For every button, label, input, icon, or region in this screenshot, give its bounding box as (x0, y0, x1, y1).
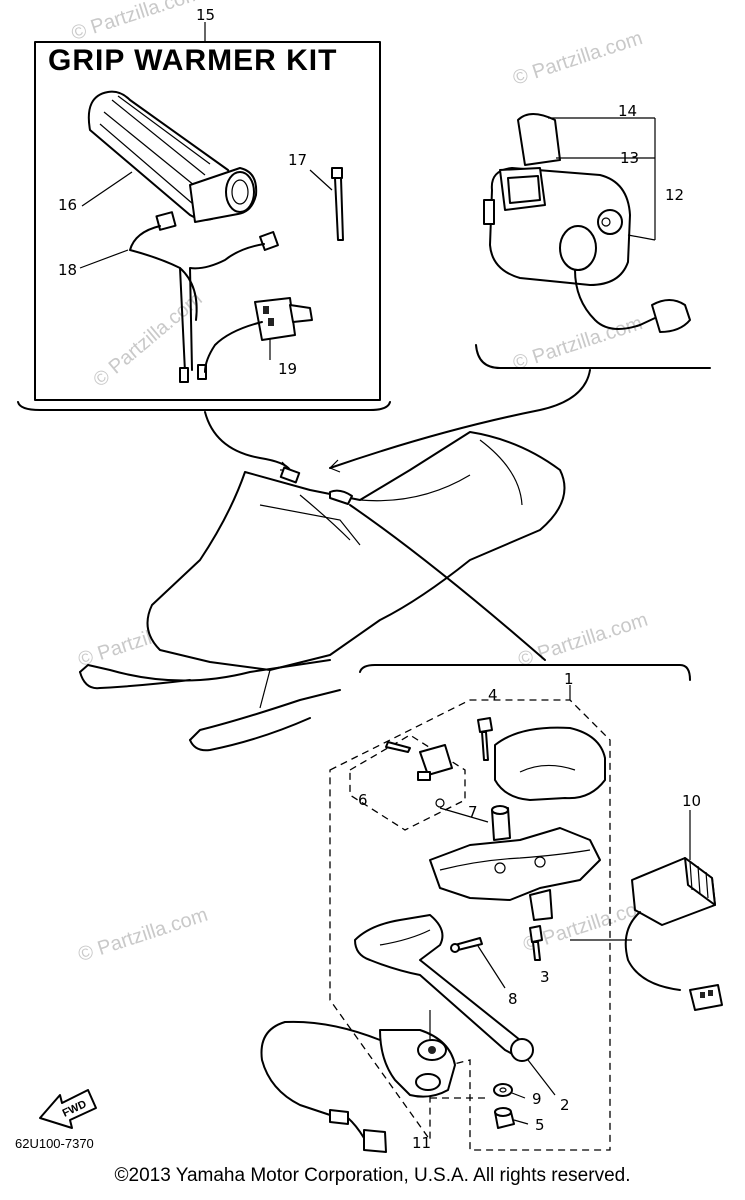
kit-leader (204, 411, 291, 471)
callout-13: 13 (620, 149, 639, 167)
throttle-lever (354, 914, 534, 1062)
part-11-sensor (260, 1020, 456, 1153)
callout-10: 10 (682, 792, 701, 810)
part-10-sensor (624, 857, 723, 1011)
part-6-block (385, 741, 453, 808)
kit-title: GRIP WARMER KIT (48, 44, 337, 77)
callout-15: 15 (196, 6, 215, 24)
copyright-notice: ©2013 Yamaha Motor Corporation, U.S.A. A… (114, 1165, 631, 1186)
callout-12: 12 (665, 186, 684, 204)
part-17-cable-tie (331, 167, 344, 241)
watermark-6: © Partzilla.com (516, 609, 651, 672)
part-16-grip (87, 90, 258, 223)
callout-3: 3 (540, 968, 550, 986)
callout-19: 19 (278, 360, 297, 378)
part-4-screw (477, 717, 493, 761)
callout-18: 18 (58, 261, 77, 279)
callout-1: 1 (564, 670, 574, 688)
throttle-assembly: 1 6 4 7 (260, 664, 723, 1153)
part-3-screw (529, 925, 543, 961)
part-5-nut (494, 1107, 515, 1129)
switch-housing-group: 14 13 12 (475, 102, 711, 369)
housing-leader (329, 369, 591, 469)
callout-8: 8 (508, 990, 518, 1008)
part-7-collar (491, 805, 511, 841)
part-19-switch (204, 297, 313, 373)
part-9-washer (493, 1083, 513, 1097)
callout-14: 14 (618, 102, 637, 120)
throttle-bracket (429, 827, 601, 921)
watermark-7: © Partzilla.com (76, 904, 211, 967)
callout-11: 11 (412, 1134, 431, 1152)
part-18-harness (129, 211, 279, 383)
fwd-arrow: FWD (39, 1089, 97, 1129)
callout-9: 9 (532, 1090, 542, 1108)
watermark-4: © Partzilla.com (510, 312, 645, 375)
watermark-2: © Partzilla.com (510, 27, 645, 90)
callout-16: 16 (58, 196, 77, 214)
callout-5: 5 (535, 1116, 545, 1134)
part-8-screw (450, 937, 483, 953)
grip-warmer-kit-box: 15 GRIP WARMER KIT 16 17 (17, 6, 391, 411)
callout-4: 4 (488, 686, 498, 704)
part-12-switch-housing (483, 113, 691, 333)
callout-6: 6 (358, 791, 368, 809)
watermark-1: © Partzilla.com (69, 0, 204, 45)
snowmobile (79, 431, 566, 752)
callout-17: 17 (288, 151, 307, 169)
cover-part (494, 726, 606, 801)
callout-7: 7 (468, 803, 478, 821)
diagram-code: 62U100-7370 (15, 1136, 94, 1151)
callout-2: 2 (560, 1096, 570, 1114)
